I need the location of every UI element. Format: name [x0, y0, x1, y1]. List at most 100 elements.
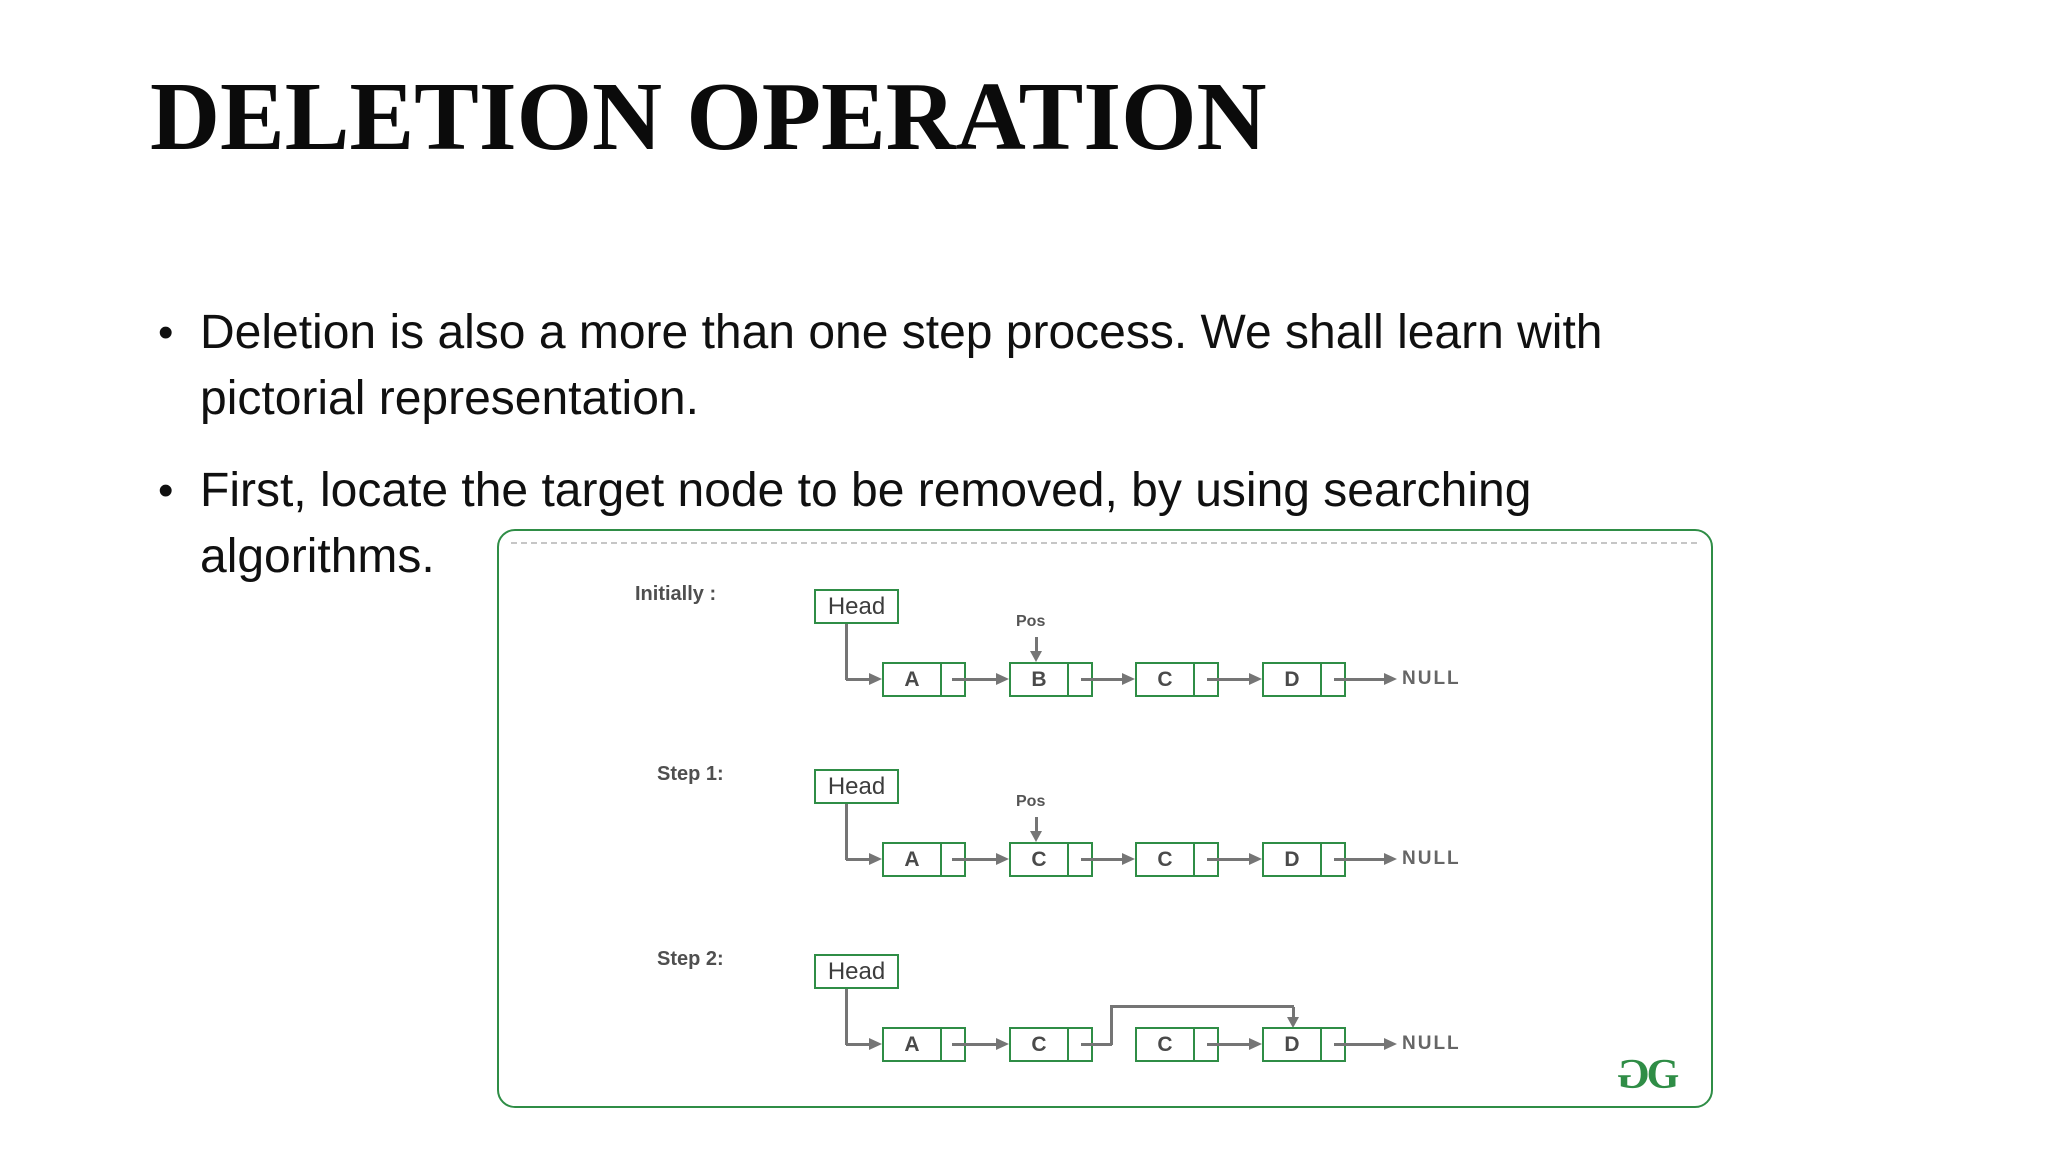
list-node: D [1262, 1027, 1346, 1062]
diagram-panel: Initially : Head Pos A B C [497, 529, 1713, 1108]
node-value: C [1157, 667, 1173, 691]
list-node: B [1009, 662, 1093, 697]
bullet-item: • Deletion is also a more than one step … [158, 300, 1603, 432]
node-value: D [1284, 667, 1300, 691]
next-arrow-line [1334, 678, 1384, 681]
head-box: Head [814, 769, 899, 804]
node-pointer-cell [1193, 844, 1217, 875]
node-pointer-cell [1067, 664, 1091, 695]
head-connector-line [846, 678, 870, 681]
list-node: C [1009, 1027, 1093, 1062]
bullet-marker: • [158, 466, 174, 515]
bypass-connector-line [1110, 1005, 1294, 1008]
bypass-connector-line [1110, 1005, 1113, 1045]
page-title: DELETION OPERATION [150, 63, 1267, 170]
next-arrow-line [952, 678, 996, 681]
pos-label: Pos [1016, 793, 1046, 810]
bullet-line: algorithms. [200, 530, 435, 583]
node-pointer-cell [1320, 844, 1344, 875]
arrowhead-right-icon [1384, 673, 1397, 685]
head-box: Head [814, 589, 899, 624]
arrowhead-right-icon [869, 853, 882, 865]
logo-letter: G [1646, 1052, 1680, 1098]
list-node: C [1135, 842, 1219, 877]
bullet-marker: • [158, 308, 174, 357]
node-value: C [1031, 1032, 1047, 1056]
pos-label: Pos [1016, 613, 1046, 630]
arrowhead-right-icon [996, 673, 1009, 685]
null-label: NULL [1402, 1033, 1461, 1054]
bullet-line: pictorial representation. [200, 372, 699, 425]
head-box: Head [814, 954, 899, 989]
head-connector-line [846, 1043, 870, 1046]
arrowhead-down-icon [1287, 1017, 1299, 1028]
node-pointer-cell [1320, 1029, 1344, 1060]
node-value: C [1157, 847, 1173, 871]
head-connector-line [846, 858, 870, 861]
row-label: Step 1: [657, 763, 724, 785]
arrowhead-right-icon [869, 1038, 882, 1050]
head-connector-line [845, 624, 848, 680]
list-node: C [1135, 662, 1219, 697]
node-value: A [904, 847, 920, 871]
head-connector-line [845, 989, 848, 1045]
dashed-divider [511, 542, 1697, 544]
arrowhead-right-icon [1122, 673, 1135, 685]
node-pointer-cell [940, 1029, 964, 1060]
arrowhead-right-icon [869, 673, 882, 685]
list-node: C [1009, 842, 1093, 877]
arrowhead-right-icon [996, 853, 1009, 865]
node-value: B [1031, 667, 1047, 691]
node-value: C [1031, 847, 1047, 871]
node-value: D [1284, 847, 1300, 871]
node-value: D [1284, 1032, 1300, 1056]
head-connector-line [845, 804, 848, 860]
node-value: A [904, 1032, 920, 1056]
arrowhead-right-icon [1384, 853, 1397, 865]
pos-arrow-line [1035, 817, 1038, 832]
bullet-line: Deletion is also a more than one step pr… [200, 306, 1603, 359]
bypass-connector-line [1292, 1007, 1295, 1018]
arrowhead-right-icon [1384, 1038, 1397, 1050]
null-label: NULL [1402, 848, 1461, 869]
node-pointer-cell [1193, 1029, 1217, 1060]
node-pointer-cell [1067, 1029, 1091, 1060]
arrowhead-down-icon [1030, 831, 1042, 842]
logo-letter-flipped: G [1617, 1052, 1650, 1098]
bullet-text: First, locate the target node to be remo… [200, 458, 1531, 590]
node-value: C [1157, 1032, 1173, 1056]
row-label: Initially : [635, 583, 717, 605]
node-pointer-cell [1320, 664, 1344, 695]
arrowhead-right-icon [1249, 673, 1262, 685]
next-arrow-line [1334, 858, 1384, 861]
list-node: C [1135, 1027, 1219, 1062]
null-label: NULL [1402, 668, 1461, 689]
node-pointer-cell [940, 664, 964, 695]
next-arrow-line [952, 1043, 996, 1046]
next-arrow-line [1207, 1043, 1249, 1046]
row-label: Step 2: [657, 948, 724, 970]
next-arrow-line [1081, 678, 1122, 681]
bullet-text: Deletion is also a more than one step pr… [200, 300, 1603, 432]
list-node: D [1262, 842, 1346, 877]
next-arrow-line [1081, 858, 1122, 861]
arrowhead-right-icon [996, 1038, 1009, 1050]
node-pointer-cell [940, 844, 964, 875]
next-arrow-line [1207, 678, 1249, 681]
node-pointer-cell [1193, 664, 1217, 695]
next-arrow-line [1334, 1043, 1384, 1046]
bullet-item: • First, locate the target node to be re… [158, 458, 1531, 590]
arrowhead-right-icon [1122, 853, 1135, 865]
bypass-connector-line [1081, 1043, 1112, 1046]
arrowhead-right-icon [1249, 853, 1262, 865]
arrowhead-right-icon [1249, 1038, 1262, 1050]
node-pointer-cell [1067, 844, 1091, 875]
pos-arrow-line [1035, 637, 1038, 652]
list-node: D [1262, 662, 1346, 697]
bullet-line: First, locate the target node to be remo… [200, 464, 1532, 517]
next-arrow-line [1207, 858, 1249, 861]
next-arrow-line [952, 858, 996, 861]
geeksforgeeks-logo: G G [1617, 1051, 1679, 1099]
node-value: A [904, 667, 920, 691]
